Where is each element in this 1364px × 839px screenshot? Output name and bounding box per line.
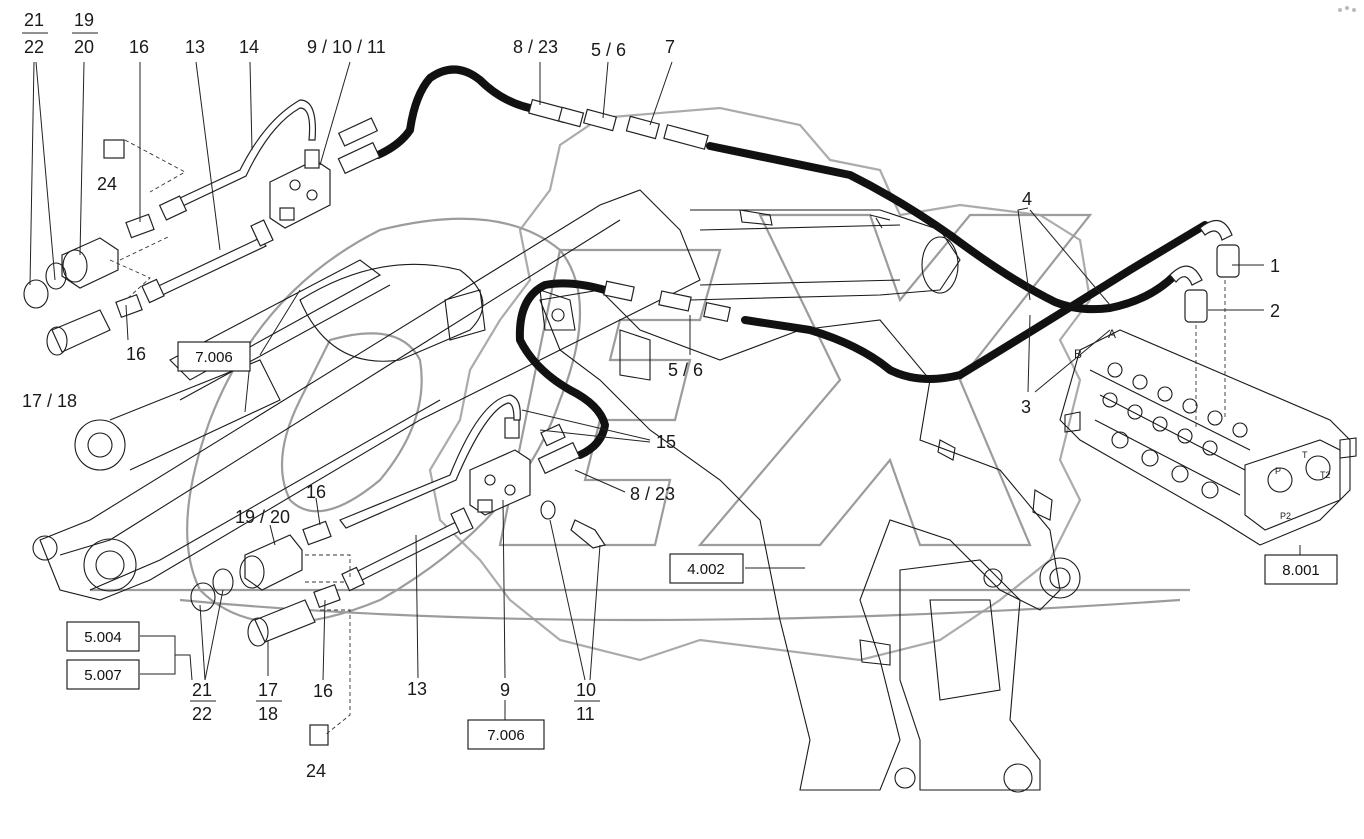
label-9-10-11: 9 / 10 / 11 <box>307 37 386 57</box>
ref-box-5004-text: 5.004 <box>84 629 122 646</box>
label-valve-a: A <box>1108 327 1116 341</box>
ref-box-5007-text: 5.007 <box>84 667 122 684</box>
label-19-20-top: 19 20 <box>72 10 98 57</box>
corner-logo-mark <box>1338 6 1356 12</box>
label-17-18-top: 17 / 18 <box>22 391 77 411</box>
hydraulic-hoses <box>374 65 1209 459</box>
hose-4 <box>706 142 1179 314</box>
hose-lower-loop <box>515 279 609 459</box>
ref-box-5007[interactable]: 5.007 <box>66 659 140 690</box>
label-9-bottom: 9 <box>500 680 510 700</box>
ref-box-7006-lower-text: 7.006 <box>487 727 525 744</box>
label-16-low: 16 <box>306 482 326 502</box>
ref-box-4002[interactable]: 4.002 <box>669 553 744 584</box>
label-15: 15 <box>656 432 676 452</box>
label-17-low: 17 <box>258 680 278 700</box>
label-2: 2 <box>1270 301 1280 321</box>
hose-upper-loop <box>374 65 544 159</box>
label-22-top: 22 <box>24 37 44 57</box>
valve-port-p2: P2 <box>1280 511 1291 521</box>
valve-port-t: T <box>1302 450 1308 460</box>
label-21-22-top: 21 22 <box>22 10 48 57</box>
label-19-20-low: 19 / 20 <box>235 507 290 527</box>
fittings <box>23 98 1240 746</box>
label-24-bottom: 24 <box>306 761 326 781</box>
label-16-bottom: 16 <box>313 681 333 701</box>
label-20-top: 20 <box>74 37 94 57</box>
label-3: 3 <box>1021 397 1031 417</box>
label-18-low: 18 <box>258 704 278 724</box>
label-17-18-low: 17 18 <box>256 680 282 724</box>
label-16-mid: 16 <box>126 344 146 364</box>
label-7: 7 <box>665 37 675 57</box>
label-4: 4 <box>1022 189 1032 209</box>
label-24-top: 24 <box>97 174 117 194</box>
label-1: 1 <box>1270 256 1280 276</box>
label-22-low: 22 <box>192 704 212 724</box>
ref-box-4002-text: 4.002 <box>687 561 725 578</box>
ref-box-7006-upper[interactable]: 7.006 <box>177 341 251 372</box>
ref-box-7006-lower[interactable]: 7.006 <box>467 719 545 750</box>
label-5-6-mid: 5 / 6 <box>668 360 703 380</box>
ref-box-7006-upper-text: 7.006 <box>195 349 233 366</box>
label-16-top: 16 <box>129 37 149 57</box>
label-11: 11 <box>576 704 595 724</box>
leader-lines <box>29 61 1301 720</box>
label-13-bottom: 13 <box>407 679 427 699</box>
label-valve-b: B <box>1074 347 1082 361</box>
ref-box-8001[interactable]: 8.001 <box>1264 554 1338 585</box>
label-21-22-low: 21 22 <box>190 680 216 724</box>
label-10: 10 <box>576 680 596 700</box>
label-8-23-top: 8 / 23 <box>513 37 558 57</box>
label-14: 14 <box>239 37 259 57</box>
label-5-6-top: 5 / 6 <box>591 40 626 60</box>
label-21-low: 21 <box>192 680 212 700</box>
control-valve-block: P T T2 P2 <box>1059 329 1357 546</box>
loader-boom <box>32 189 1081 793</box>
part-labels: 21 22 19 20 16 13 14 9 / 10 / 11 8 / 23 … <box>22 10 1280 781</box>
valve-port-p: P <box>1275 466 1281 476</box>
label-21-top: 21 <box>24 10 44 30</box>
label-13-top: 13 <box>185 37 205 57</box>
label-19-top: 19 <box>74 10 94 30</box>
ref-box-5004[interactable]: 5.004 <box>66 621 140 652</box>
watermark-gear <box>428 106 1092 662</box>
alignment-lines <box>109 139 1226 736</box>
valve-port-t2: T2 <box>1320 470 1331 480</box>
ref-box-8001-text: 8.001 <box>1282 562 1320 579</box>
hose-3 <box>741 221 1209 383</box>
label-10-11: 10 11 <box>574 680 600 724</box>
label-8-23-mid: 8 / 23 <box>630 484 675 504</box>
reference-boxes: 7.006 4.002 8.001 5.004 5.007 7.006 <box>66 341 1338 750</box>
